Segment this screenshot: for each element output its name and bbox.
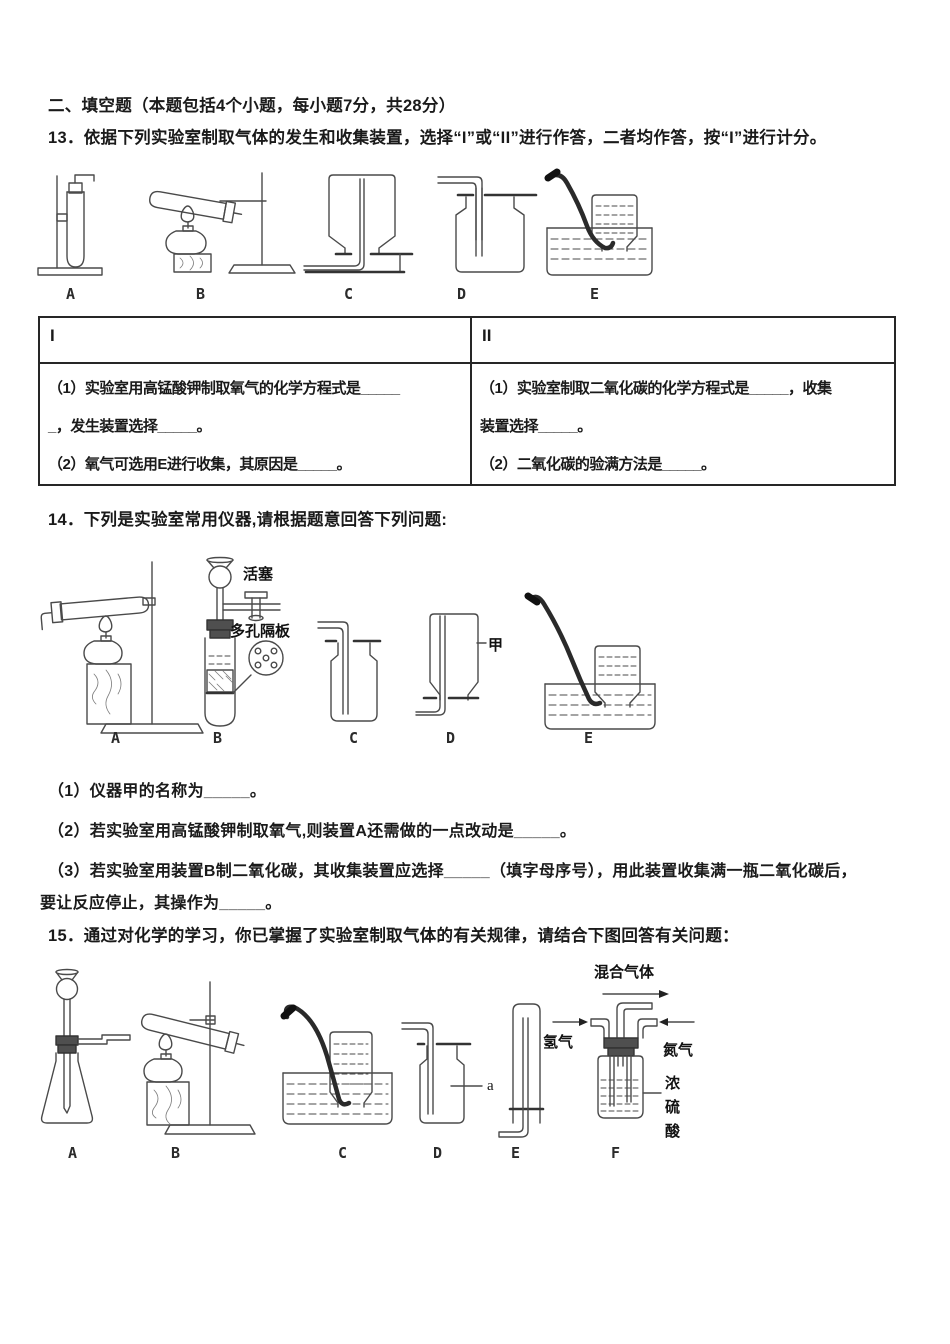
- q14-note-jia: 甲: [488, 637, 504, 654]
- q13-col-i-line: （1）实验室用高锰酸钾制取氧气的化学方程式是_____: [48, 380, 400, 397]
- q13-apparatus-d: [437, 176, 538, 273]
- q14-sub-question-3-cont: 要让反应停止，其操作为_____。: [40, 895, 282, 912]
- q14-sub-question-2: （2）若实验室用高锰酸钾制取氧气,则装置A还需做的一点改动是_____。: [48, 823, 577, 840]
- q15-apparatus-c: [280, 1004, 393, 1125]
- q13-table-col-ii-body: （1）实验室制取二氧化碳的化学方程式是_____，收集 装置选择_____。 （…: [472, 364, 894, 484]
- q15-note-mixed-gas: 混合气体: [594, 964, 655, 981]
- q14-letter-e: E: [584, 729, 594, 747]
- q14-letter-b: B: [213, 729, 223, 747]
- q13-apparatus-a: [37, 174, 103, 276]
- q14-apparatus-e: [524, 592, 656, 730]
- q14-sub-question-3: （3）若实验室用装置B制二氧化碳，其收集装置应选择_____（填字母序号），用此…: [48, 863, 857, 880]
- q15-apparatus-b: [140, 981, 256, 1135]
- q13-apparatus-b: [149, 172, 296, 274]
- q15-apparatus-e: [498, 1003, 545, 1138]
- q14-note-piston: 活塞: [243, 566, 274, 583]
- q14-letter-a: A: [111, 729, 121, 747]
- q14-note-porous-plate: 多孔隔板: [230, 623, 291, 640]
- q13-table-col-i-header: I: [40, 318, 470, 364]
- q15-note-sulfuric-acid: 浓硫酸: [663, 1075, 680, 1147]
- q14-stem: 14．下列是实验室常用仪器,请根据题意回答下列问题:: [48, 511, 448, 529]
- q13-table-col-i-body: （1）实验室用高锰酸钾制取氧气的化学方程式是_____ _，发生装置选择____…: [40, 364, 470, 484]
- q15-apparatus-d: [401, 1022, 483, 1124]
- q13-col-ii-line: （2）二氧化碳的验满方法是_____。: [480, 456, 716, 473]
- q15-stem: 15．通过对化学的学习，你已掌握了实验室制取气体的有关规律，请结合下图回答有关问…: [48, 927, 739, 945]
- q15-letter-b: B: [171, 1144, 181, 1162]
- q13-apparatus-figure: [37, 168, 653, 276]
- q15-note-hydrogen: 氢气: [543, 1034, 574, 1051]
- section-header: 二、填空题（本题包括4个小题，每小题7分，共28分）: [48, 97, 456, 115]
- q14-apparatus-b: [204, 556, 284, 727]
- q14-sub-question-1: （1）仪器甲的名称为_____。: [48, 783, 267, 800]
- q13-col-ii-line: （1）实验室制取二氧化碳的化学方程式是_____，收集: [480, 380, 832, 397]
- q15-letter-f: F: [611, 1144, 621, 1162]
- q13-stem: 13．依据下列实验室制取气体的发生和收集装置，选择“I”或“II”进行作答，二者…: [48, 129, 827, 147]
- q15-apparatus-f: [552, 990, 695, 1119]
- q13-answer-table: I （1）实验室用高锰酸钾制取氧气的化学方程式是_____ _，发生装置选择__…: [38, 316, 896, 486]
- q15-letter-e: E: [511, 1144, 521, 1162]
- q15-letter-c: C: [338, 1144, 348, 1162]
- q15-letter-d: D: [433, 1144, 443, 1162]
- q15-note-nitrogen: 氮气: [663, 1042, 694, 1059]
- q15-apparatus-a: [40, 968, 131, 1124]
- q13-table-col-i: I （1）实验室用高锰酸钾制取氧气的化学方程式是_____ _，发生装置选择__…: [40, 318, 472, 484]
- q13-letter-b: B: [196, 285, 206, 303]
- q13-letter-e: E: [590, 285, 600, 303]
- q13-col-i-line: （2）氧气可选用E进行收集，其原因是_____。: [48, 456, 352, 473]
- q14-apparatus-d: [415, 613, 487, 716]
- q14-apparatus-c: [317, 621, 382, 722]
- q13-table-col-ii: II （1）实验室制取二氧化碳的化学方程式是_____，收集 装置选择_____…: [472, 318, 894, 484]
- q14-apparatus-a: [40, 561, 204, 734]
- q13-col-ii-line: 装置选择_____。: [480, 418, 592, 435]
- q13-letter-d: D: [457, 285, 467, 303]
- q13-table-col-ii-header: II: [472, 318, 894, 364]
- q14-letter-d: D: [446, 729, 456, 747]
- q15-note-a: a: [487, 1078, 494, 1094]
- q13-letter-c: C: [344, 285, 354, 303]
- q15-apparatus-figure: [40, 968, 695, 1138]
- q13-letter-a: A: [66, 285, 76, 303]
- q13-apparatus-e: [544, 168, 653, 276]
- q13-col-i-line: _，发生装置选择_____。: [48, 418, 212, 435]
- q14-letter-c: C: [349, 729, 359, 747]
- q14-apparatus-figure: [40, 556, 656, 734]
- q15-letter-a: A: [68, 1144, 78, 1162]
- q13-apparatus-c: [303, 174, 414, 274]
